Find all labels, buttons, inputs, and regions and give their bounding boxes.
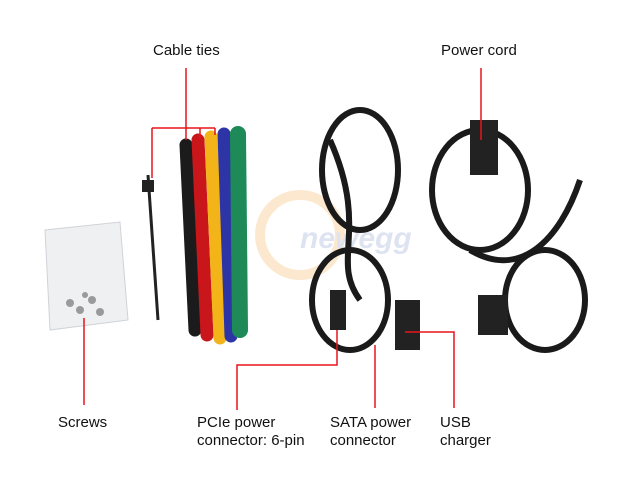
pcie-label-line2: connector: 6-pin — [197, 432, 305, 449]
callout-lines — [83, 68, 482, 410]
cable-ties-callout — [151, 68, 216, 178]
pcie-callout — [236, 330, 338, 410]
velcro-cable-ties — [179, 126, 248, 345]
sata-connector-label: SATA power connector — [330, 414, 411, 450]
pcie-label-line1: PCIe power — [197, 414, 276, 431]
power-cord-label: Power cord — [441, 42, 517, 59]
usb-label-line2: charger — [440, 432, 491, 449]
pcie-connector-label: PCIe power connector: 6-pin — [197, 414, 305, 450]
usb-charger-label: USB charger — [440, 414, 491, 450]
cable-ties-label: Cable ties — [153, 42, 220, 59]
screws-label: Screws — [58, 414, 108, 431]
zip-tie — [142, 174, 160, 321]
usb-label-line1: USB — [440, 414, 471, 431]
sata-label-line2: connector — [330, 432, 396, 449]
cable-coil — [309, 107, 420, 353]
sata-label-line1: SATA power — [330, 414, 412, 431]
usb-callout — [405, 331, 455, 408]
screws-bag — [44, 221, 129, 331]
power-cord — [429, 120, 588, 353]
